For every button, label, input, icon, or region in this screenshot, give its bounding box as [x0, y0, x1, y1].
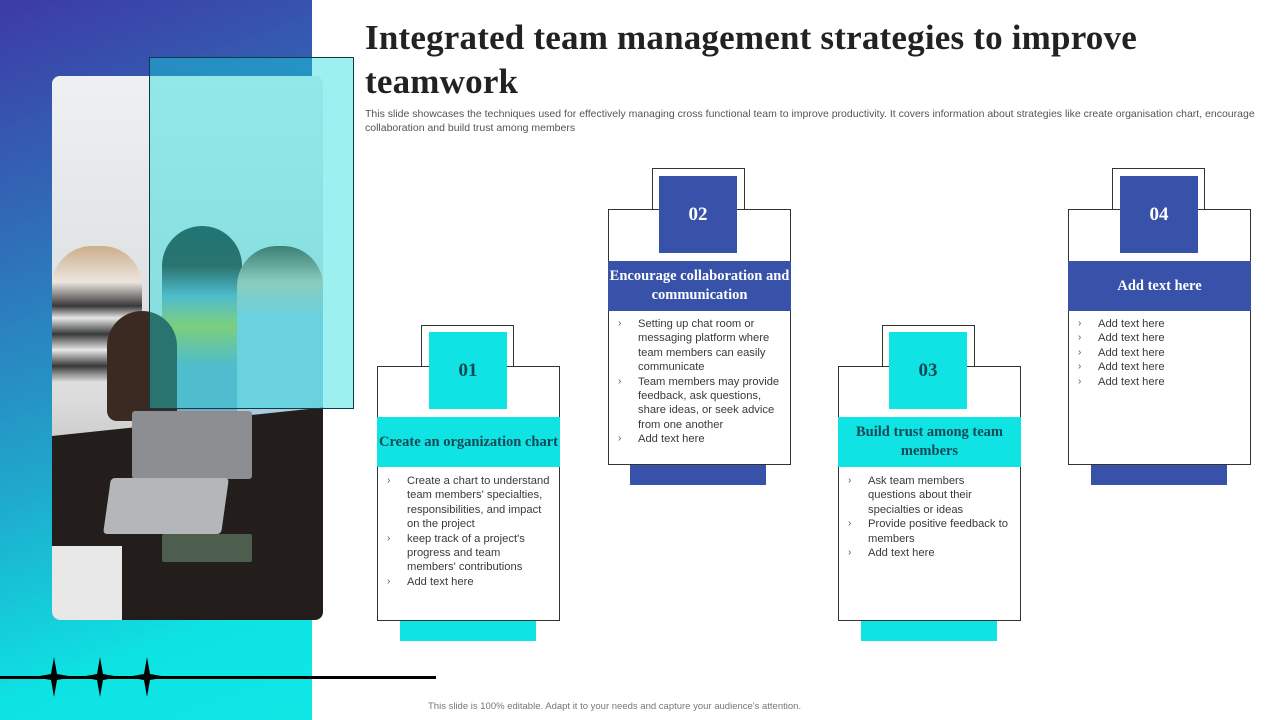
slide-subtitle: This slide showcases the techniques used… [365, 108, 1255, 134]
photo-person-2 [107, 311, 177, 421]
card-heading: Add text here [1068, 261, 1251, 311]
chevron-right-icon: › [618, 318, 622, 329]
four-point-star-icon [80, 657, 120, 697]
chevron-right-icon: › [1078, 318, 1082, 329]
slide-title: Integrated team management strategies to… [365, 18, 1137, 101]
card-bullet-list: ›Ask team members questions about their … [838, 474, 1021, 560]
team-photo [52, 76, 323, 620]
step-number-badge: 03 [889, 332, 967, 409]
chevron-right-icon: › [1078, 361, 1082, 373]
chevron-right-icon: › [848, 547, 852, 559]
card-heading: Create an organization chart [377, 417, 560, 467]
chevron-right-icon: › [387, 532, 391, 544]
photo-chair [52, 546, 122, 620]
card-bottom-tab [630, 465, 766, 485]
chevron-right-icon: › [1078, 375, 1082, 387]
chevron-right-icon: › [618, 433, 622, 445]
photo-laptop-open [132, 411, 252, 479]
card-bullet-list: ›Setting up chat room or messaging platf… [608, 317, 791, 447]
bullet-item: ›Provide positive feedback to members [848, 518, 1008, 545]
bullet-item: ›Add text here [387, 575, 474, 588]
strategy-card-04: 04 Add text here ›Add text here ›Add tex… [1068, 168, 1251, 485]
card-heading: Encourage collaboration and communicatio… [608, 261, 791, 311]
translucent-overlay-frame [149, 57, 354, 409]
footer-note: This slide is 100% editable. Adapt it to… [428, 701, 802, 712]
step-number-badge: 02 [659, 176, 737, 253]
chevron-right-icon: › [387, 475, 391, 486]
card-bottom-tab [861, 621, 997, 641]
card-bottom-tab [400, 621, 536, 641]
bullet-item: ›Add text here [1078, 375, 1165, 388]
photo-person-4 [237, 246, 323, 426]
photo-notebook [162, 534, 252, 562]
strategy-card-03: 03 Build trust among team members ›Ask t… [838, 325, 1021, 641]
strategy-card-01: 01 Create an organization chart ›Create … [377, 325, 560, 641]
bullet-item: ›Add text here [1078, 346, 1165, 359]
bullet-item: ›Team members may provide feedback, ask … [618, 375, 780, 431]
chevron-right-icon: › [848, 518, 852, 530]
card-bullet-list: ›Add text here ›Add text here ›Add text … [1068, 317, 1251, 389]
chevron-right-icon: › [618, 375, 622, 387]
chevron-right-icon: › [848, 475, 852, 486]
bullet-item: ›Create a chart to understand team membe… [387, 475, 550, 531]
bullet-item: ›Add text here [1078, 332, 1165, 345]
photo-laptop-closed [103, 478, 229, 534]
bullet-item: ›Ask team members questions about their … [848, 475, 972, 516]
chevron-right-icon: › [1078, 332, 1082, 344]
card-bullet-list: ›Create a chart to understand team membe… [377, 474, 560, 589]
bullet-item: ›Add text here [848, 547, 935, 560]
bullet-item: ›Add text here [1078, 318, 1165, 330]
step-number-badge: 01 [429, 332, 507, 409]
four-point-star-icon [34, 657, 74, 697]
strategy-card-02: 02 Encourage collaboration and communica… [608, 168, 791, 485]
decorative-line [0, 676, 436, 679]
bullet-item: ›Setting up chat room or messaging platf… [618, 318, 770, 374]
card-bottom-tab [1091, 465, 1227, 485]
card-heading: Build trust among team members [838, 417, 1021, 467]
chevron-right-icon: › [387, 575, 391, 587]
bullet-item: ›Add text here [618, 433, 705, 446]
chevron-right-icon: › [1078, 346, 1082, 358]
step-number-badge: 04 [1120, 176, 1198, 253]
four-point-star-icon [127, 657, 167, 697]
bullet-item: ›Add text here [1078, 361, 1165, 374]
bullet-item: ›keep track of a project's progress and … [387, 532, 525, 574]
